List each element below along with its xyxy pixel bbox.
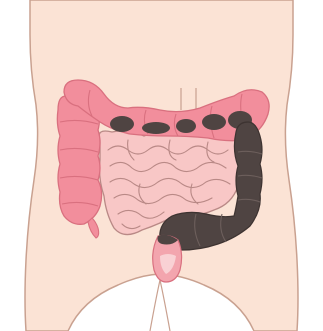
inner-leg-line: [150, 280, 170, 331]
